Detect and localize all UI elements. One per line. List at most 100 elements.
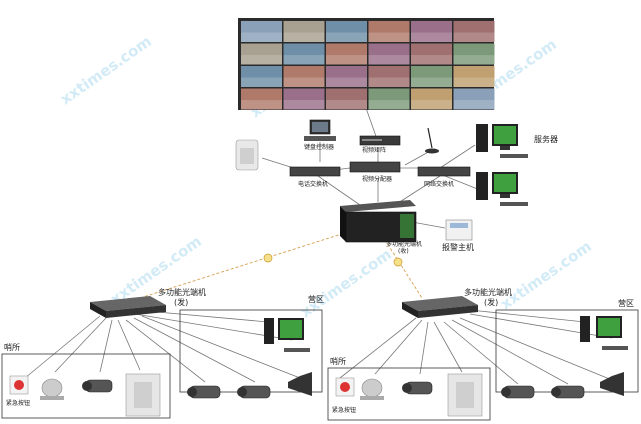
keyboard-icon [304, 136, 336, 141]
pc-tower-icon [580, 316, 590, 342]
alarm-display [450, 223, 468, 228]
video-wall-screen [283, 21, 325, 42]
video-wall-screen-shade [241, 77, 282, 87]
video-wall-screen-shade [368, 77, 410, 87]
left-sender-title: 多功能光端机 [158, 287, 206, 297]
camera-lens [402, 383, 412, 393]
camera-lens [551, 387, 561, 397]
fiber-splice-icon [263, 253, 273, 263]
right-post-box [327, 367, 491, 421]
dome-camera-icon [41, 378, 63, 398]
video-wall-screen [453, 88, 495, 110]
hub-center-label: 视频分配器 [362, 175, 392, 183]
camera-lens [187, 387, 197, 397]
video-wall-screen-shade [411, 77, 452, 87]
left-sender-side [90, 302, 106, 318]
video-wall-screen-shade [411, 55, 452, 65]
connector-line [411, 221, 446, 229]
camera-mount [360, 396, 384, 400]
connector-line [439, 173, 481, 191]
video-wall-screen [453, 66, 495, 87]
video-wall-screen [411, 88, 452, 110]
left-post-label: 哨所 [4, 342, 20, 352]
keyboard-icon [500, 154, 528, 158]
monitor-screen [598, 318, 620, 336]
right-emergency-label: 紧急按钮 [332, 406, 356, 414]
connector-line [54, 317, 107, 373]
video-wall-screen [453, 21, 495, 42]
telephone-switch-icon [289, 166, 341, 177]
video-wall-screen-shade [326, 77, 367, 87]
video-wall-screen [411, 43, 452, 65]
connector-line [459, 317, 613, 381]
connector-line [24, 315, 101, 379]
video-wall-screen [368, 21, 410, 42]
telephone-keypad [240, 148, 254, 164]
fiber-splice-icon [393, 257, 403, 267]
camera-mount [40, 396, 64, 400]
microphone-stem [427, 127, 433, 149]
video-wall-screen [283, 66, 325, 87]
monitor-stand [500, 194, 510, 198]
watermark-text: xxtimes.com [57, 32, 155, 108]
emergency-button-light [340, 382, 350, 392]
monitor-screen [280, 320, 302, 338]
keyboard-controller: 键盘控制器 [304, 119, 336, 151]
monitor-stand [500, 146, 510, 150]
video-wall-screen-shade [241, 55, 282, 65]
monitor-screen [494, 174, 516, 192]
video-wall-screen-shade [283, 77, 325, 87]
right-site: 多功能光端机 (发) 营区 哨所 紧急按钮 [327, 287, 639, 421]
video-wall-screen-shade [241, 100, 282, 110]
connector-line [443, 321, 519, 385]
connector-line [133, 317, 256, 383]
video-wall-screen-shade [411, 100, 452, 110]
matrix-switch-label: 视频矩阵 [362, 146, 386, 154]
left-emergency-label: 紧急按钮 [6, 399, 30, 407]
video-wall-screen [241, 66, 282, 87]
fiber-link-right [384, 239, 423, 299]
connector-line [99, 319, 113, 373]
video-wall-screen-shade [241, 32, 282, 42]
left-post-box [1, 353, 171, 419]
hub-left-label: 电话交换机 [298, 180, 328, 188]
telephone-keypad [456, 382, 474, 408]
video-wall-screen-shade [283, 32, 325, 42]
connector-line [419, 321, 429, 375]
connector-line [469, 309, 586, 323]
camera-lens [501, 387, 511, 397]
video-wall-screen [411, 66, 452, 87]
microphone [425, 127, 439, 154]
monitor-screen [312, 122, 328, 132]
keyboard-icon [602, 346, 628, 350]
right-camp-label: 营区 [618, 298, 634, 308]
chassis-top [340, 200, 416, 212]
video-wall-screen [326, 21, 367, 42]
connector-line [451, 319, 569, 385]
left-camp-label: 营区 [308, 294, 324, 304]
monitor-screen [494, 126, 516, 144]
video-wall-screen [283, 43, 325, 65]
status-panel [400, 214, 414, 238]
video-wall-screen-shade [326, 55, 367, 65]
video-wall-screen [368, 43, 410, 65]
connector-line [141, 315, 301, 379]
telephone-top [235, 139, 259, 171]
video-wall-screen-shade [368, 100, 410, 110]
optical-receiver-center: 多功能光端机 (收) [340, 200, 422, 255]
right-sender-side [402, 302, 418, 318]
video-wall-screen-shade [453, 77, 495, 87]
watermark-text: xxtimes.com [497, 237, 595, 313]
video-wall-screen [241, 43, 282, 65]
video-wall-screen [241, 88, 282, 110]
video-wall-screen [368, 66, 410, 87]
connection-lines [24, 107, 613, 385]
camera-lens [237, 387, 247, 397]
video-wall-screen-shade [411, 32, 452, 42]
microphone-icon [425, 148, 439, 154]
video-distributor-icon [349, 161, 401, 173]
video-wall-screen [326, 66, 367, 87]
server-label: 服务器 [534, 134, 558, 144]
video-wall-screen-shade [283, 100, 325, 110]
